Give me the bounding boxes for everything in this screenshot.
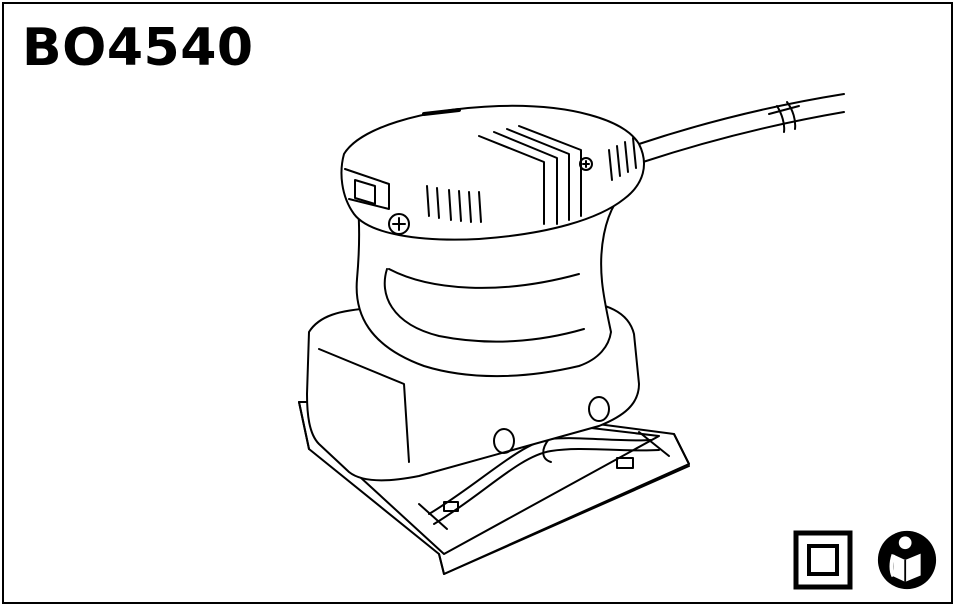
double-insulation-icon (793, 530, 853, 590)
model-number-title: BO4540 (22, 18, 254, 78)
motor-housing (340, 104, 645, 241)
read-manual-icon (877, 530, 937, 590)
power-cord (638, 93, 845, 163)
sander-illustration (298, 93, 845, 575)
